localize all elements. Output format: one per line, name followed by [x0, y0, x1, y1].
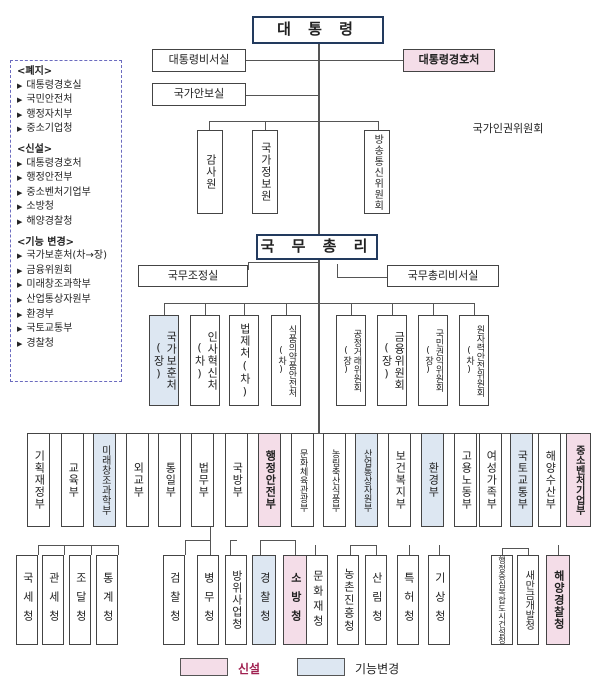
pm-agency-food-drug-safety: 식품의약품안전처(차) [271, 315, 301, 406]
ministry-unification: 통일부 [158, 433, 181, 527]
agency-military-manpower: 병무청 [197, 555, 219, 645]
agency-police: 경찰청 [252, 555, 276, 645]
pm-agency-fair-trade: 공정거래위원회(장) [336, 315, 366, 406]
legend-item: 대통령경호처 [17, 157, 115, 172]
board-of-audit-box: 감사원 [197, 130, 223, 214]
agency-saemangeum: 새만금개발청 [517, 555, 539, 645]
legend-item: 미래창조과학부 [17, 278, 115, 293]
ministry-education: 교육부 [61, 433, 84, 527]
agency-patent: 특허청 [397, 555, 419, 645]
ministry-employment-labor: 고용노동부 [454, 433, 477, 527]
agency-fire: 소방청 [283, 555, 307, 645]
national-security-office-box: 국가안보실 [152, 83, 246, 106]
prime-minister-box: 국 무 총 리 [256, 234, 378, 260]
pm-agency-anti-corruption: 국민권익위원회(장) [418, 315, 448, 406]
ministry-oceans-fisheries: 해양수산부 [538, 433, 561, 527]
legend-key-changed-swatch [297, 658, 345, 676]
ministry-gender-family: 여성가족부 [479, 433, 502, 527]
legend-item: 소방청 [17, 200, 115, 215]
legend-item: 금융위원회 [17, 264, 115, 279]
pm-agency-patriots-veterans: 국가보훈처(장) [149, 315, 179, 406]
pm-agency-financial-services: 금융위원회(장) [377, 315, 407, 406]
ministry-interior-safety: 행정안전부 [258, 433, 281, 527]
legend-item: 환경부 [17, 308, 115, 323]
human-rights-commission-label: 국가인권위원회 [455, 118, 561, 140]
agency-statistics: 통계청 [96, 555, 118, 645]
communications-commission-box: 방송통신위원회 [364, 130, 390, 214]
legend-key-new-label: 신설 [238, 662, 261, 676]
change-summary-box: <폐지> 대통령경호실 국민안전처 행정자치부 중소기업청 <신설> 대통령경호… [10, 60, 122, 382]
pm-coordination-office-box: 국무조정실 [138, 265, 248, 287]
ministry-land-transport: 국토교통부 [510, 433, 533, 527]
ministry-trade-industry-energy: 산업통상자원부 [355, 433, 378, 527]
ministry-environment: 환경부 [421, 433, 444, 527]
ministry-health-welfare: 보건복지부 [388, 433, 411, 527]
legend-item: 중소기업청 [17, 122, 115, 137]
ministry-culture-sports-tourism: 문화체육관광부 [291, 433, 314, 527]
ministry-justice: 법무부 [191, 433, 214, 527]
pm-agency-personnel-management: 인사혁신처(차) [190, 315, 220, 406]
pm-agency-nuclear-safety: 원자력안전위원회(차) [459, 315, 489, 406]
ministry-foreign-affairs: 외교부 [126, 433, 149, 527]
agency-rural-development: 농촌진흥청 [337, 555, 359, 645]
legend-item: 국민안전처 [17, 93, 115, 108]
pm-secretariat-box: 국무총리비서실 [387, 265, 499, 287]
legend-item: 국가보훈처(차→장) [17, 249, 115, 264]
legend-item: 산업통상자원부 [17, 293, 115, 308]
legend-item: 행정자치부 [17, 108, 115, 123]
agency-national-tax: 국세청 [16, 555, 38, 645]
legend-item: 해양경찰청 [17, 215, 115, 230]
legend-item: 경찰청 [17, 337, 115, 352]
ministry-science-ict: 미래창조과학부 [93, 433, 116, 527]
legend-item: 중소벤처기업부 [17, 186, 115, 201]
legend-section-abolished: <폐지> [17, 66, 53, 77]
legend-key-new-swatch [180, 658, 228, 676]
legend-item: 대통령경호실 [17, 79, 115, 94]
presidential-security-service-box: 대통령경호처 [403, 49, 495, 72]
legend-section-changed: <기능 변경> [17, 236, 75, 248]
pm-agency-legislation: 법제처(차) [229, 315, 259, 406]
president-box: 대 통 령 [252, 16, 384, 44]
national-intelligence-service-box: 국가정보원 [252, 130, 278, 214]
ministry-smes-startups: 중소벤처기업부 [566, 433, 591, 527]
legend-item: 국토교통부 [17, 322, 115, 337]
ministry-economy-finance: 기획재정부 [27, 433, 50, 527]
agency-customs: 관세청 [42, 555, 64, 645]
agency-multifunctional-city: 행정중심복합도시건설청 [491, 555, 513, 645]
agency-forest: 산림청 [365, 555, 387, 645]
agency-procurement: 조달청 [69, 555, 91, 645]
legend-key-changed-label: 기능변경 [355, 662, 400, 676]
legend-item: 행정안전부 [17, 171, 115, 186]
agency-meteorological: 기상청 [428, 555, 450, 645]
ministry-agriculture-food: 농림축산식품부 [323, 433, 346, 527]
presidential-secretariat-box: 대통령비서실 [152, 49, 246, 72]
agency-cultural-heritage: 문화재청 [306, 555, 328, 645]
legend-section-new: <신설> [17, 143, 53, 155]
agency-defense-acquisition: 방위사업청 [225, 555, 247, 645]
ministry-national-defense: 국방부 [225, 433, 248, 527]
agency-coast-guard: 해양경찰청 [546, 555, 570, 645]
agency-prosecution: 검찰청 [163, 555, 185, 645]
